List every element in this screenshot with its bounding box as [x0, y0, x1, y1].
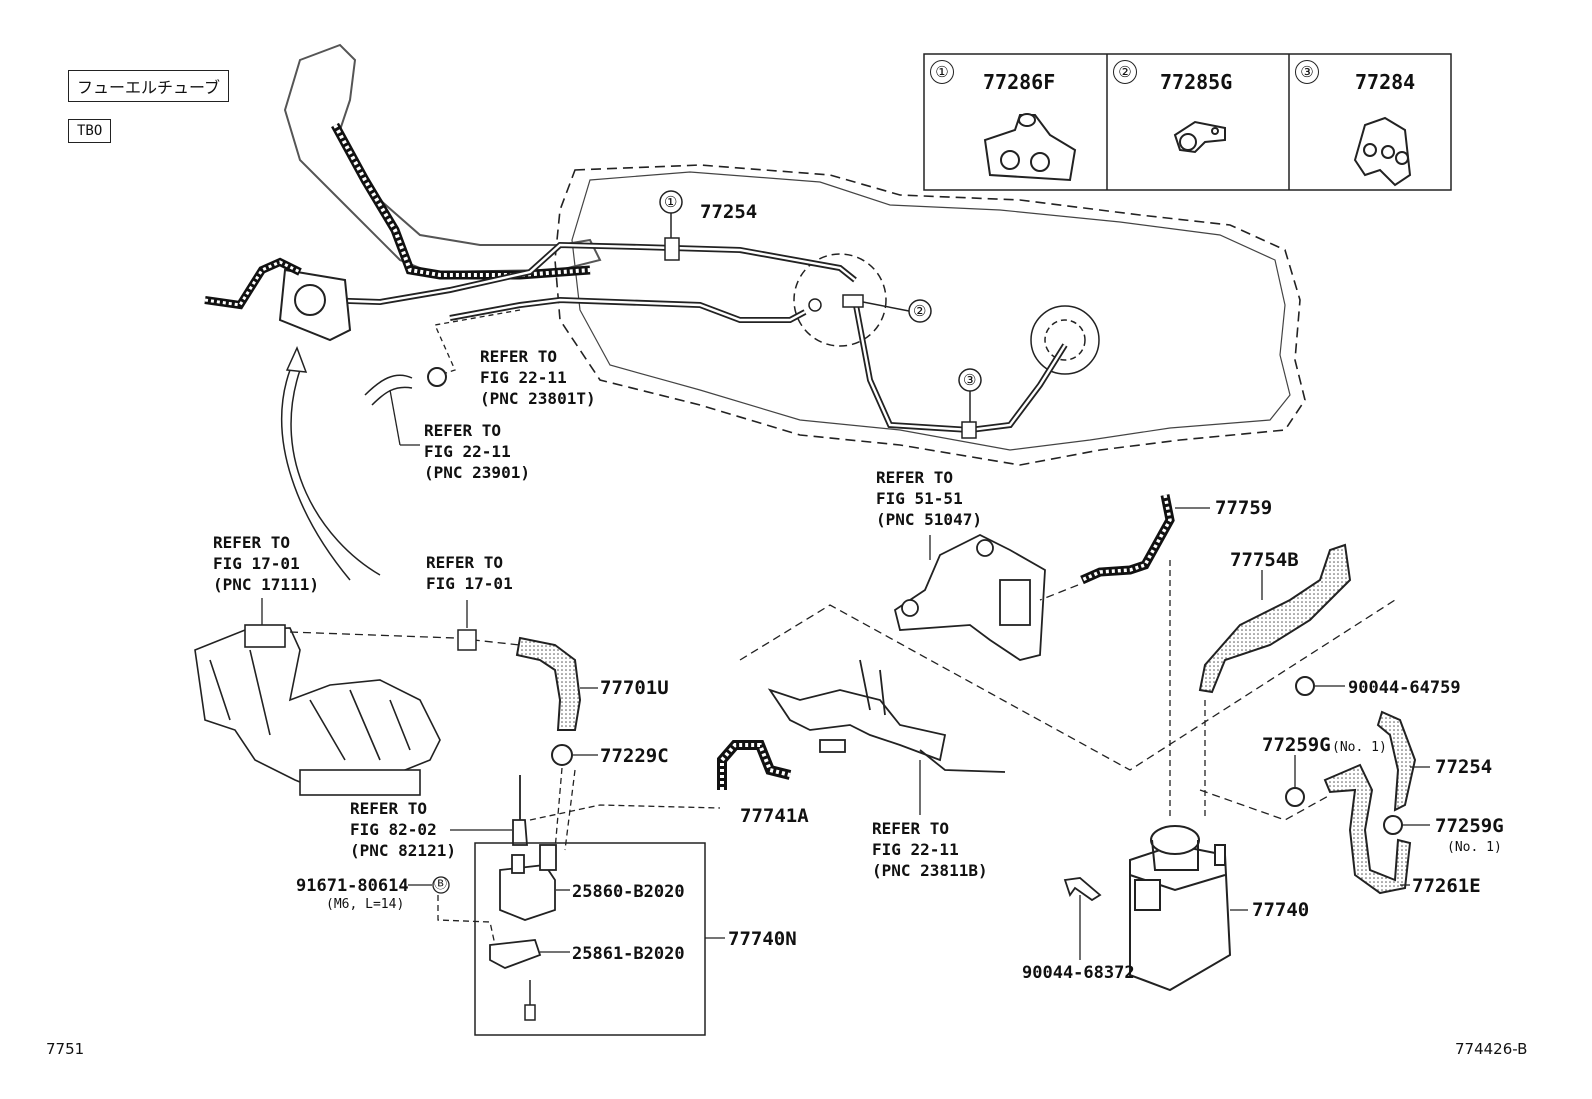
part-77259G-no1: 77259G [1262, 734, 1331, 756]
fuel-pump-mount [793, 253, 1100, 375]
part-77254-top: 77254 [700, 201, 758, 223]
hose-77759 [1080, 494, 1175, 585]
legend-number-1: ① [930, 60, 954, 84]
callout-markers [659, 190, 982, 422]
japanese-tag: フューエルチューブ [68, 70, 230, 102]
footer-left-code: 7751 [46, 1040, 85, 1058]
legend-code-1: 77286F [983, 70, 1056, 94]
footer-right-code: 774426-B [1455, 1040, 1528, 1058]
fuel-tube-tank [852, 299, 1068, 434]
callout-1: ① [664, 193, 678, 211]
part-77261E: 77261E [1412, 875, 1481, 897]
part-77701U: 77701U [600, 677, 669, 699]
legend-number-3: ③ [1295, 60, 1319, 84]
part-77740: 77740 [1252, 899, 1310, 921]
clamp-triple-icon [1353, 116, 1412, 187]
hose-77701U [515, 636, 582, 731]
part-25861-B2020: 25861-B2020 [572, 944, 685, 964]
part-91671-80614: 91671-80614 [296, 876, 409, 896]
filler-neck-outline [283, 43, 602, 274]
part-77741A: 77741A [740, 805, 809, 827]
part-77259G-no1-suffix: (No. 1) [1332, 740, 1387, 755]
hose-77741A [717, 740, 792, 790]
intake-manifold [194, 624, 441, 796]
callout-2: ② [913, 302, 927, 320]
flow-arrow [281, 369, 381, 581]
clamp-legend-box [923, 53, 1452, 191]
hose-77754B [1198, 543, 1352, 694]
fuel-bracket [767, 659, 1006, 773]
legend-number-2: ② [1113, 60, 1137, 84]
part-91671-sub: (M6, L=14) [326, 897, 405, 912]
part-25860-B2020: 25860-B2020 [572, 882, 685, 902]
tbo-tag: TBO [68, 119, 112, 143]
legend-code-2: 77285G [1160, 70, 1233, 94]
part-77259G-sub: (No. 1) [1447, 840, 1502, 855]
part-90044-64759: 90044-64759 [1348, 678, 1461, 698]
clamp-double-icon [983, 113, 1077, 182]
vsv-valve [499, 844, 557, 921]
part-77759: 77759 [1215, 497, 1273, 519]
part-77740N: 77740N [728, 928, 797, 950]
callout-3: ③ [963, 371, 977, 389]
charcoal-canister [1129, 825, 1232, 992]
hose-77261E [1323, 763, 1412, 895]
box-77740N [474, 842, 706, 1036]
fuel-pump-assembly [278, 268, 352, 342]
mount-bracket [893, 533, 1046, 661]
part-77754B: 77754B [1230, 549, 1299, 571]
part-90044-68372: 90044-68372 [1022, 963, 1135, 983]
clamp-single-icon [1173, 120, 1226, 154]
fuel-tank-inner-outline [571, 171, 1291, 451]
legend-code-3: 77284 [1355, 70, 1416, 94]
part-77254-right: 77254 [1435, 756, 1493, 778]
part-77229C: 77229C [600, 745, 669, 767]
callout-b: Ⓑ [434, 877, 448, 892]
fuel-tank-outline [554, 164, 1306, 466]
hose-77254-right [1376, 710, 1417, 812]
part-77259G: 77259G [1435, 815, 1504, 837]
